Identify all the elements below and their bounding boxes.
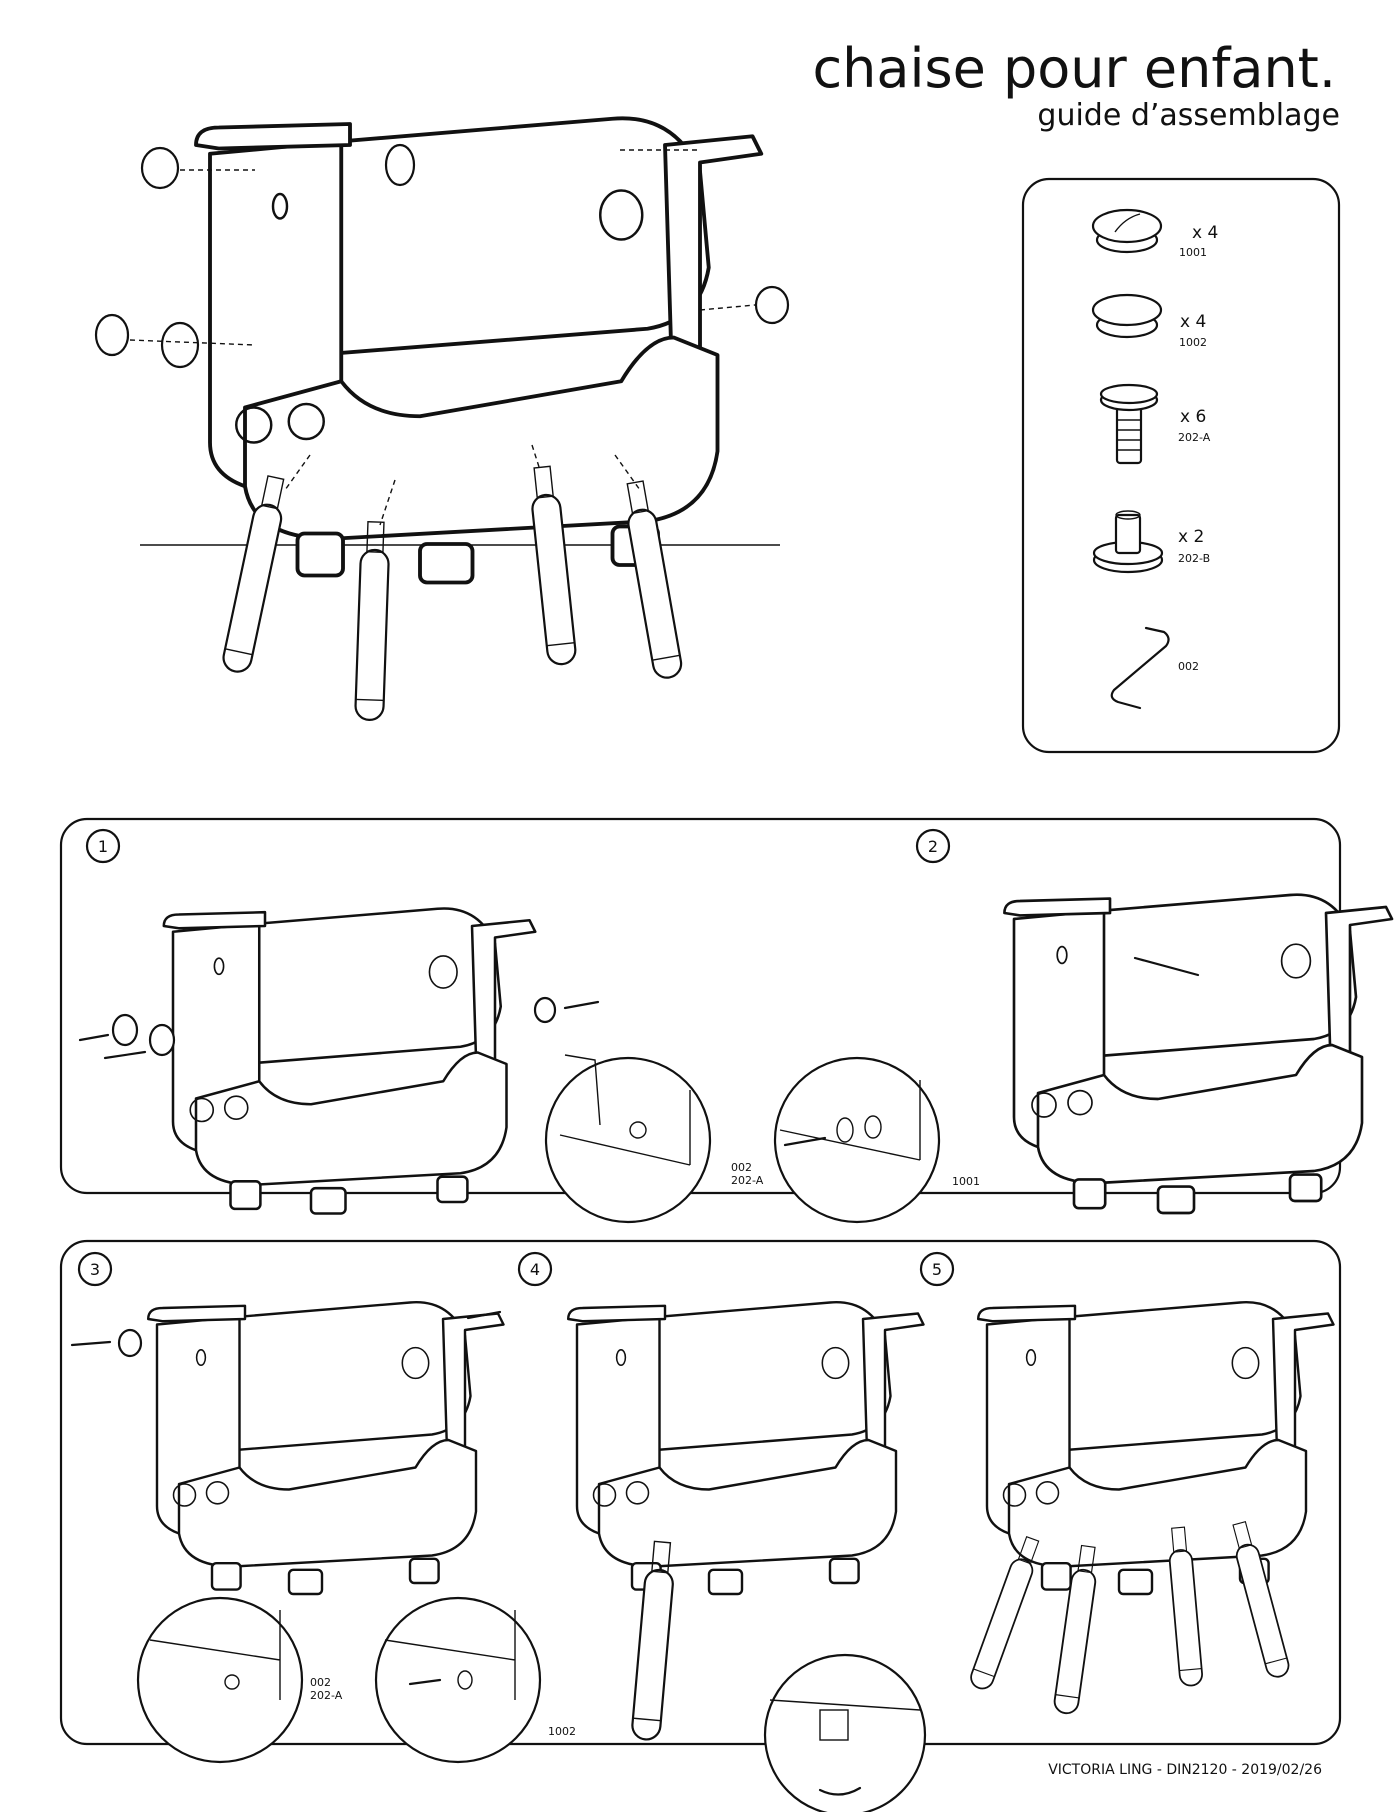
plain-cap-icon (1091, 293, 1163, 339)
callout-label: 1002 (548, 1725, 576, 1738)
step-number: 1 (98, 837, 108, 856)
detail-magnifier (773, 1056, 941, 1224)
step-number-badge (85, 828, 121, 864)
step-5: 5 (919, 1251, 1335, 1716)
callout-label: 002 (310, 1676, 331, 1689)
hex-bolt-icon (1099, 383, 1159, 465)
step-1: 1 002 202-A 1001 (78, 828, 980, 1224)
step-number: 4 (530, 1260, 540, 1279)
part-code: 002 (1178, 660, 1199, 673)
part-qty: x 6 (1180, 407, 1206, 427)
step-number-badge (517, 1251, 553, 1287)
part-code: 202-A (1178, 431, 1211, 444)
callout-label: 1001 (952, 1175, 980, 1188)
step-number-badge (919, 1251, 955, 1287)
part-qty: x 2 (1178, 527, 1204, 547)
slotted-cap-icon (1091, 208, 1163, 254)
part-qty: x 4 (1192, 223, 1218, 243)
document-subtitle: guide d’assemblage (1037, 98, 1340, 133)
step-number-badge (915, 828, 951, 864)
document-title: chaise pour enfant. (812, 37, 1336, 100)
parts-list: x 4 1001 x 4 1002 x 6 202-A x 2 202-B 00… (1091, 208, 1218, 710)
barrel-nut-icon (1092, 510, 1164, 574)
callout-label: 002 (731, 1161, 752, 1174)
part-code: 1001 (1179, 246, 1207, 259)
callout-label: 202-A (310, 1689, 343, 1702)
step-3: 3 002 202-A 1002 (70, 1251, 576, 1764)
step-number: 3 (90, 1260, 100, 1279)
detail-magnifier (544, 1056, 712, 1224)
step-number: 2 (928, 837, 938, 856)
step-number: 5 (932, 1260, 942, 1279)
step-2: 2 (915, 828, 1394, 1215)
part-qty: x 4 (1180, 312, 1206, 332)
footer-credit: VICTORIA LING - DIN2120 - 2019/02/26 (1048, 1762, 1322, 1778)
step-number-badge (77, 1251, 113, 1287)
step-4: 4 (517, 1251, 927, 1812)
detail-magnifier (763, 1653, 927, 1812)
callout-label: 202-A (731, 1174, 764, 1187)
part-code: 1002 (1179, 336, 1207, 349)
detail-magnifier (136, 1596, 304, 1764)
exploded-chair-illustration (94, 116, 790, 722)
part-code: 202-B (1178, 552, 1210, 565)
allen-key-icon (1110, 626, 1170, 710)
